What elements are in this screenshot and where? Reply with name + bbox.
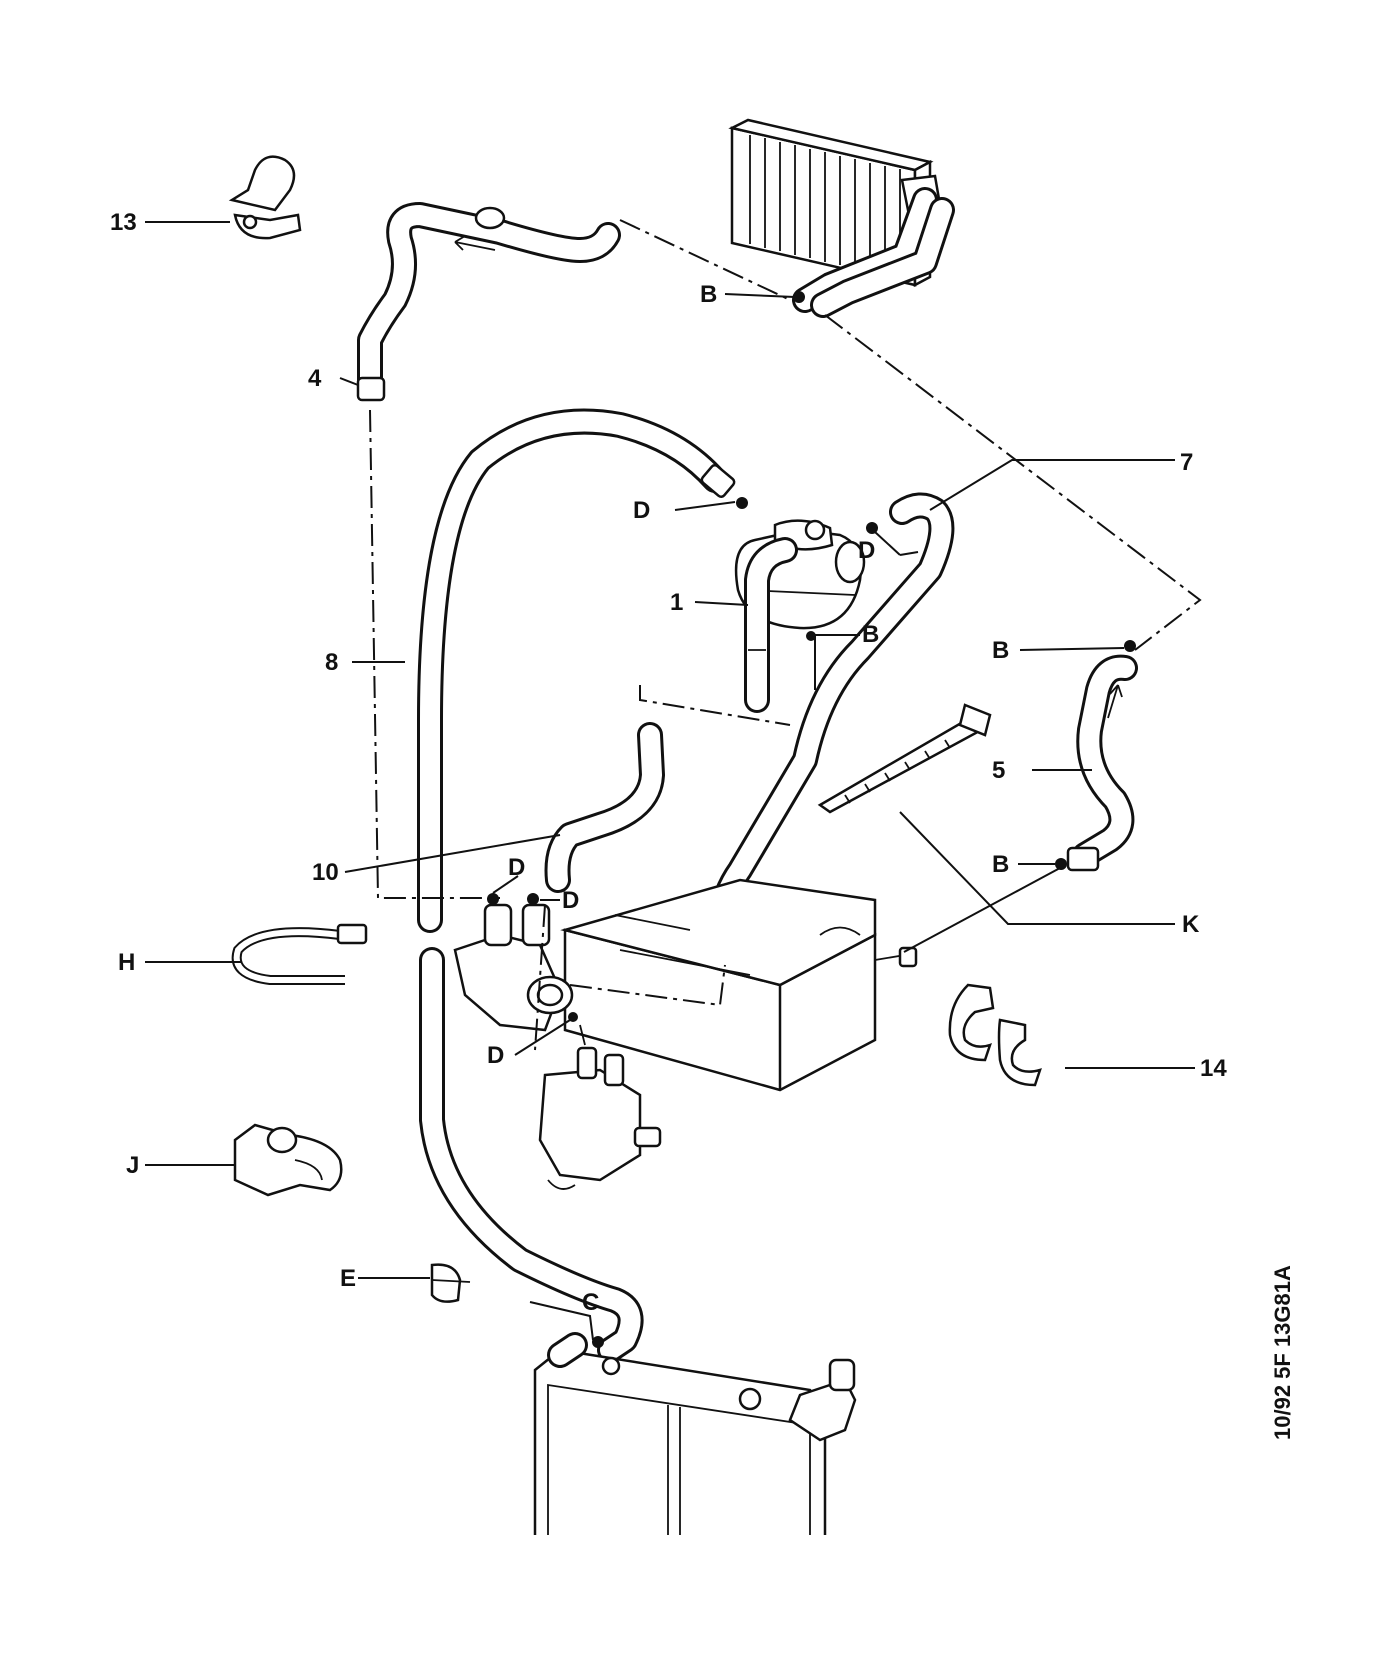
clamp-13 [228, 155, 302, 240]
callout-13: 13 [110, 209, 137, 236]
callout-d-tank-left: D [633, 497, 650, 524]
callout-c: C [582, 1289, 599, 1316]
clip-e [430, 1263, 471, 1303]
callout-8: 8 [325, 649, 338, 676]
callout-j: J [126, 1152, 139, 1179]
fitting-b-heater [793, 291, 805, 303]
hose-10 [544, 722, 665, 893]
callout-b-hose5-top: B [992, 637, 1009, 664]
heater-core [728, 118, 955, 318]
callout-7: 7 [1180, 449, 1193, 476]
callout-10: 10 [312, 859, 339, 886]
expansion-tank [734, 497, 878, 713]
callout-14: 14 [1200, 1055, 1227, 1082]
reference-code: 10/92 5F 13G81A [1270, 1265, 1295, 1440]
leader-lines [145, 221, 1195, 1341]
fitting-b-hose5-top [1124, 640, 1136, 652]
callout-4: 4 [308, 365, 322, 392]
callout-b-heater: B [700, 281, 717, 308]
clips-14 [948, 983, 1042, 1087]
hose-clamp-h [231, 923, 368, 985]
callout-d-thermostat-left: D [508, 854, 525, 881]
callout-b-tank: B [862, 621, 879, 648]
callout-d-pump: D [487, 1042, 504, 1069]
callout-d-tank-right: D [858, 537, 875, 564]
cable-tie-k [817, 703, 992, 814]
radiator [533, 1332, 857, 1535]
callout-h: H [118, 949, 135, 976]
callout-e: E [340, 1265, 356, 1292]
hose-4 [356, 202, 621, 402]
water-pump [538, 1024, 662, 1190]
fitting-b-hose5-bottom [1055, 858, 1067, 870]
callout-k: K [1182, 911, 1200, 938]
callout-1: 1 [670, 589, 683, 616]
hose-8 [417, 408, 736, 1363]
callout-b-hose5-bottom: B [992, 851, 1009, 878]
tray-block [560, 878, 918, 1092]
callout-d-thermostat-right: D [562, 887, 579, 914]
callout-5: 5 [992, 757, 1005, 784]
hose-5 [1066, 654, 1138, 872]
thermostat-housing [453, 893, 578, 1032]
connection-lines [369, 219, 1202, 1051]
clip-j [233, 1123, 343, 1197]
